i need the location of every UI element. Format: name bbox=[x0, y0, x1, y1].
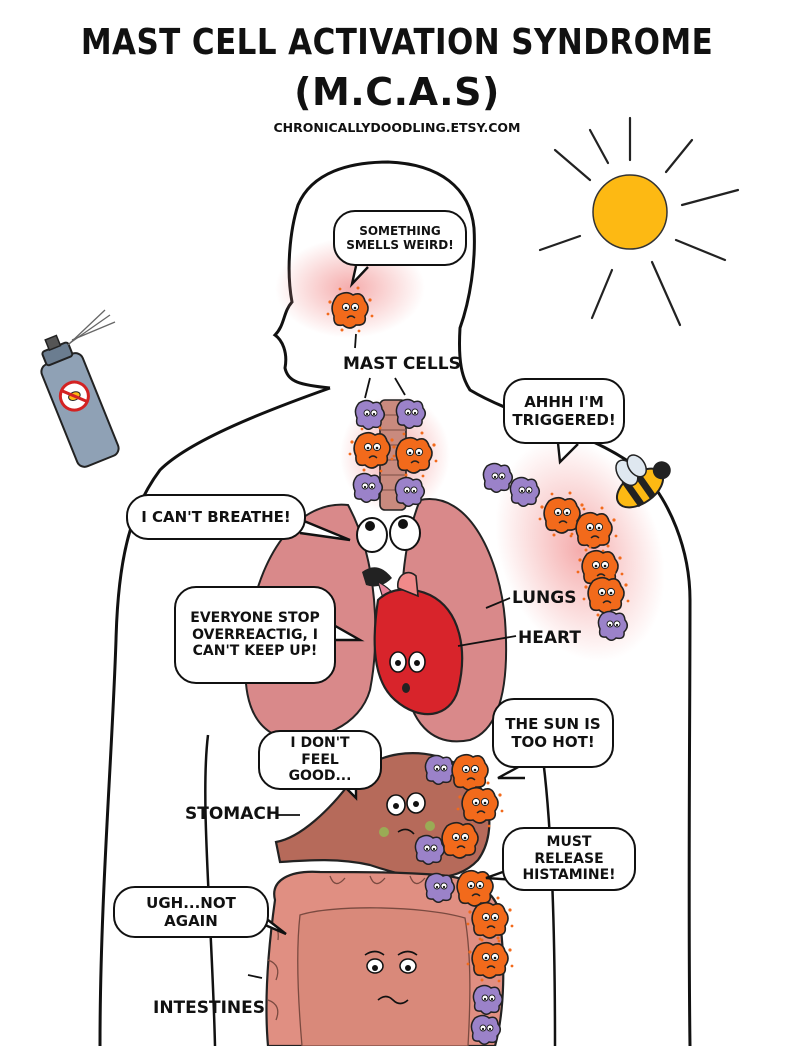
body-outline bbox=[272, 160, 692, 1046]
website-credit: CHRONICALLYDOODLING.ETSY.COM bbox=[273, 120, 521, 135]
bee-icon bbox=[615, 454, 671, 509]
bubble-triggered: AHHH I'M TRIGGERED! bbox=[503, 378, 625, 444]
bubble-sun: THE SUN IS TOO HOT! bbox=[492, 698, 614, 768]
sun-icon bbox=[538, 116, 740, 327]
label-mast-cells: MAST CELLS bbox=[343, 354, 461, 374]
bubble-breathe: I CAN'T BREATHE! bbox=[126, 494, 306, 540]
bubble-histamine: MUST RELEASE HISTAMINE! bbox=[502, 827, 636, 891]
heart-organ bbox=[373, 571, 464, 716]
label-intestines: INTESTINES bbox=[153, 998, 266, 1018]
pointer-arrows bbox=[247, 333, 517, 979]
bubble-smell: SOMETHING SMELLS WEIRD! bbox=[333, 210, 467, 266]
bubble-feel-good: I DON'T FEEL GOOD... bbox=[258, 730, 382, 790]
page-title: MAST CELL ACTIVATION SYNDROME bbox=[80, 22, 714, 63]
bubble-overreact: EVERYONE STOP OVERREACTIG, I CAN'T KEEP … bbox=[174, 586, 336, 684]
spray-can-icon bbox=[40, 309, 120, 468]
page-subtitle: (M.C.A.S) bbox=[294, 70, 500, 114]
label-stomach: STOMACH bbox=[185, 804, 281, 824]
bubble-not-again: UGH...NOT AGAIN bbox=[113, 886, 269, 938]
label-heart: HEART bbox=[518, 628, 581, 648]
label-lungs: LUNGS bbox=[512, 588, 577, 608]
